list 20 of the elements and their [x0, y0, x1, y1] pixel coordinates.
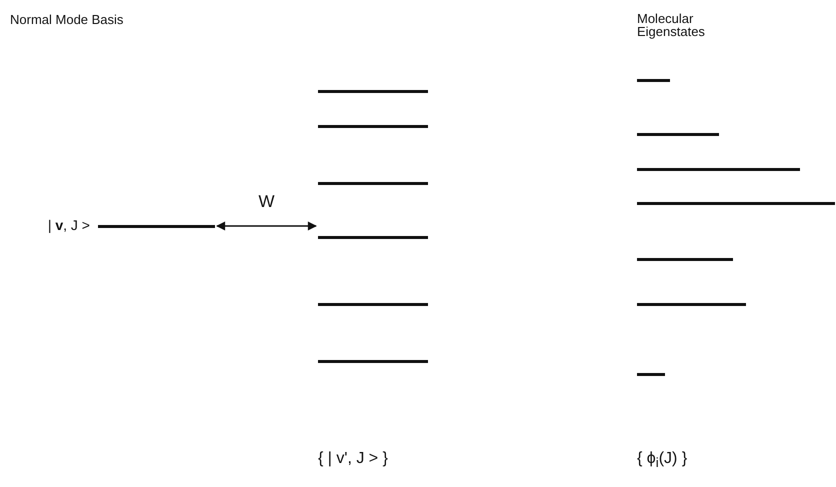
energy-level-line: [637, 168, 800, 171]
energy-level-line: [318, 360, 428, 363]
energy-level-line: [637, 258, 733, 261]
energy-level-line: [637, 79, 670, 82]
energy-level-line: [318, 236, 428, 239]
energy-level-line: [318, 303, 428, 306]
double-arrow: [216, 222, 317, 230]
energy-level-line: [318, 90, 428, 93]
energy-level-line: [637, 303, 746, 306]
energy-level-line: [98, 225, 215, 228]
energy-level-line: [637, 373, 665, 376]
state-label: | v, J >: [48, 217, 90, 233]
energy-level-line: [318, 182, 428, 185]
column-heading: Normal Mode Basis: [10, 12, 124, 27]
basis-set-label: { ϕ$_{i}$(J) }: [637, 450, 688, 470]
basis-set-label: { | v', J > }: [318, 450, 388, 468]
column-heading: Molecular Eigenstates: [637, 12, 706, 38]
energy-level-line: [637, 202, 835, 205]
energy-level-line: [637, 133, 719, 136]
energy-level-line: [318, 125, 428, 128]
